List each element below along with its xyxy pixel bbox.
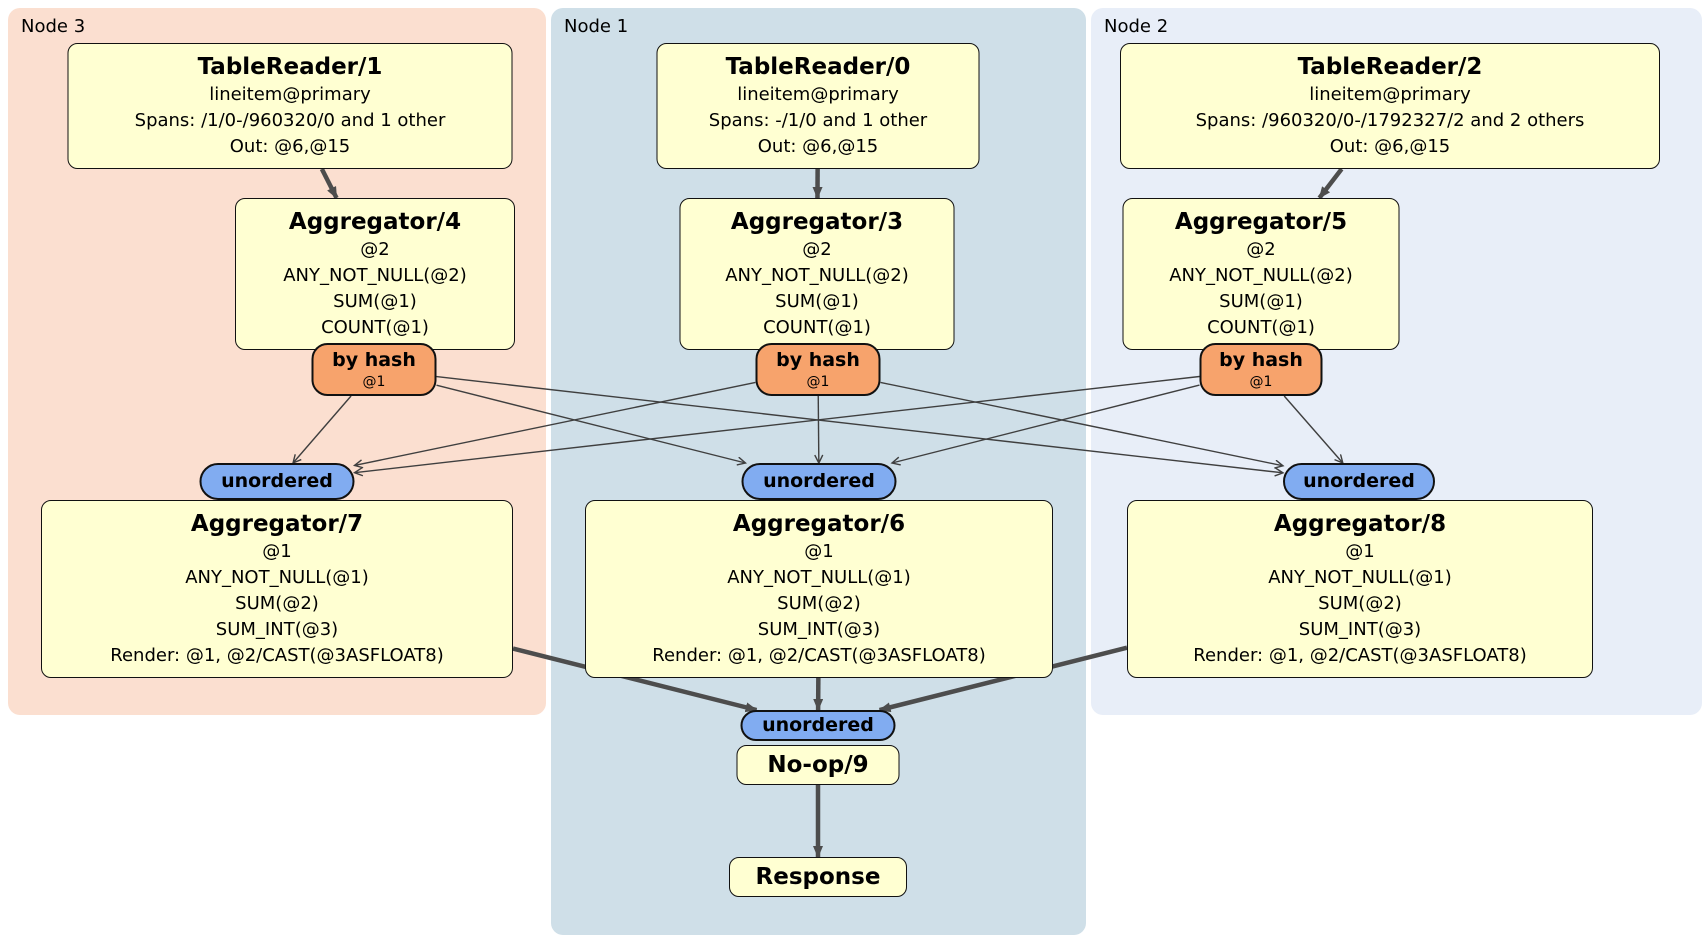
node-detail: SUM(@1): [1219, 291, 1303, 312]
node-detail: Out: @6,@15: [1329, 136, 1451, 157]
node-response: Response: [729, 857, 907, 897]
panel-node2-label: Node 2: [1104, 16, 1169, 37]
node-aggregator-6: Aggregator/6 @1 ANY_NOT_NULL(@1) SUM(@2)…: [585, 500, 1053, 678]
stream-unordered-right: unordered: [1283, 463, 1435, 500]
node-detail: ANY_NOT_NULL(@2): [725, 265, 909, 286]
router-key: @1: [1249, 374, 1273, 390]
node-detail: lineitem@primary: [209, 84, 371, 105]
router-label: by hash: [332, 349, 416, 371]
stream-unordered-left: unordered: [199, 463, 355, 500]
node-detail: Out: @6,@15: [757, 136, 879, 157]
panel-node1-label: Node 1: [564, 16, 629, 37]
router-by-hash-left: by hash @1: [311, 343, 437, 396]
stream-label: unordered: [763, 470, 875, 492]
router-key: @1: [806, 374, 830, 390]
node-title: Aggregator/8: [1273, 511, 1447, 537]
node-detail: Render: @1, @2/CAST(@3ASFLOAT8): [110, 645, 444, 666]
panel-node3-label: Node 3: [21, 16, 86, 37]
node-detail: @1: [804, 541, 834, 562]
stream-unordered-middle: unordered: [741, 463, 897, 500]
node-detail: COUNT(@1): [321, 317, 429, 338]
node-detail: SUM_INT(@3): [757, 619, 881, 640]
node-detail: Out: @6,@15: [229, 136, 351, 157]
node-detail: @2: [1246, 239, 1276, 260]
node-tablereader-2: TableReader/2 lineitem@primary Spans: /9…: [1120, 43, 1660, 169]
node-aggregator-8: Aggregator/8 @1 ANY_NOT_NULL(@1) SUM(@2)…: [1127, 500, 1593, 678]
node-detail: SUM(@1): [775, 291, 859, 312]
router-label: by hash: [776, 349, 860, 371]
node-detail: ANY_NOT_NULL(@1): [185, 567, 369, 588]
stream-label: unordered: [762, 714, 874, 736]
node-aggregator-7: Aggregator/7 @1 ANY_NOT_NULL(@1) SUM(@2)…: [41, 500, 513, 678]
node-title: Aggregator/4: [288, 209, 462, 235]
node-title: No-op/9: [767, 752, 869, 778]
node-detail: SUM(@1): [333, 291, 417, 312]
node-aggregator-5: Aggregator/5 @2 ANY_NOT_NULL(@2) SUM(@1)…: [1122, 198, 1400, 350]
node-detail: @2: [802, 239, 832, 260]
node-detail: SUM_INT(@3): [215, 619, 339, 640]
node-detail: @1: [1345, 541, 1375, 562]
node-tablereader-0: TableReader/0 lineitem@primary Spans: -/…: [656, 43, 980, 169]
router-label: by hash: [1219, 349, 1303, 371]
node-detail: lineitem@primary: [1309, 84, 1471, 105]
node-detail: SUM(@2): [777, 593, 861, 614]
node-title: TableReader/2: [1297, 54, 1483, 80]
router-key: @1: [362, 374, 386, 390]
node-title: Aggregator/7: [190, 511, 364, 537]
node-title: Aggregator/5: [1174, 209, 1348, 235]
node-aggregator-4: Aggregator/4 @2 ANY_NOT_NULL(@2) SUM(@1)…: [235, 198, 515, 350]
node-detail: Spans: /960320/0-/1792327/2 and 2 others: [1195, 110, 1585, 131]
node-detail: lineitem@primary: [737, 84, 899, 105]
node-detail: ANY_NOT_NULL(@2): [1169, 265, 1353, 286]
node-detail: SUM_INT(@3): [1298, 619, 1422, 640]
node-detail: ANY_NOT_NULL(@1): [1268, 567, 1452, 588]
node-detail: @1: [262, 541, 292, 562]
stream-unordered-final: unordered: [740, 710, 896, 741]
node-detail: SUM(@2): [1318, 593, 1402, 614]
node-detail: Spans: -/1/0 and 1 other: [708, 110, 928, 131]
router-by-hash-middle: by hash @1: [755, 343, 881, 396]
stream-label: unordered: [221, 470, 333, 492]
node-title: TableReader/0: [725, 54, 911, 80]
node-noop-9: No-op/9: [736, 745, 900, 785]
node-detail: ANY_NOT_NULL(@1): [727, 567, 911, 588]
router-by-hash-right: by hash @1: [1199, 343, 1323, 396]
node-detail: Spans: /1/0-/960320/0 and 1 other: [134, 110, 446, 131]
node-tablereader-1: TableReader/1 lineitem@primary Spans: /1…: [67, 43, 513, 169]
node-title: Aggregator/3: [730, 209, 904, 235]
node-detail: Render: @1, @2/CAST(@3ASFLOAT8): [652, 645, 986, 666]
node-detail: ANY_NOT_NULL(@2): [283, 265, 467, 286]
node-detail: SUM(@2): [235, 593, 319, 614]
node-title: Aggregator/6: [732, 511, 906, 537]
node-detail: COUNT(@1): [763, 317, 871, 338]
node-detail: @2: [360, 239, 390, 260]
node-title: Response: [755, 864, 881, 890]
node-title: TableReader/1: [197, 54, 383, 80]
stream-label: unordered: [1303, 470, 1415, 492]
node-detail: COUNT(@1): [1207, 317, 1315, 338]
node-aggregator-3: Aggregator/3 @2 ANY_NOT_NULL(@2) SUM(@1)…: [679, 198, 955, 350]
node-detail: Render: @1, @2/CAST(@3ASFLOAT8): [1193, 645, 1527, 666]
